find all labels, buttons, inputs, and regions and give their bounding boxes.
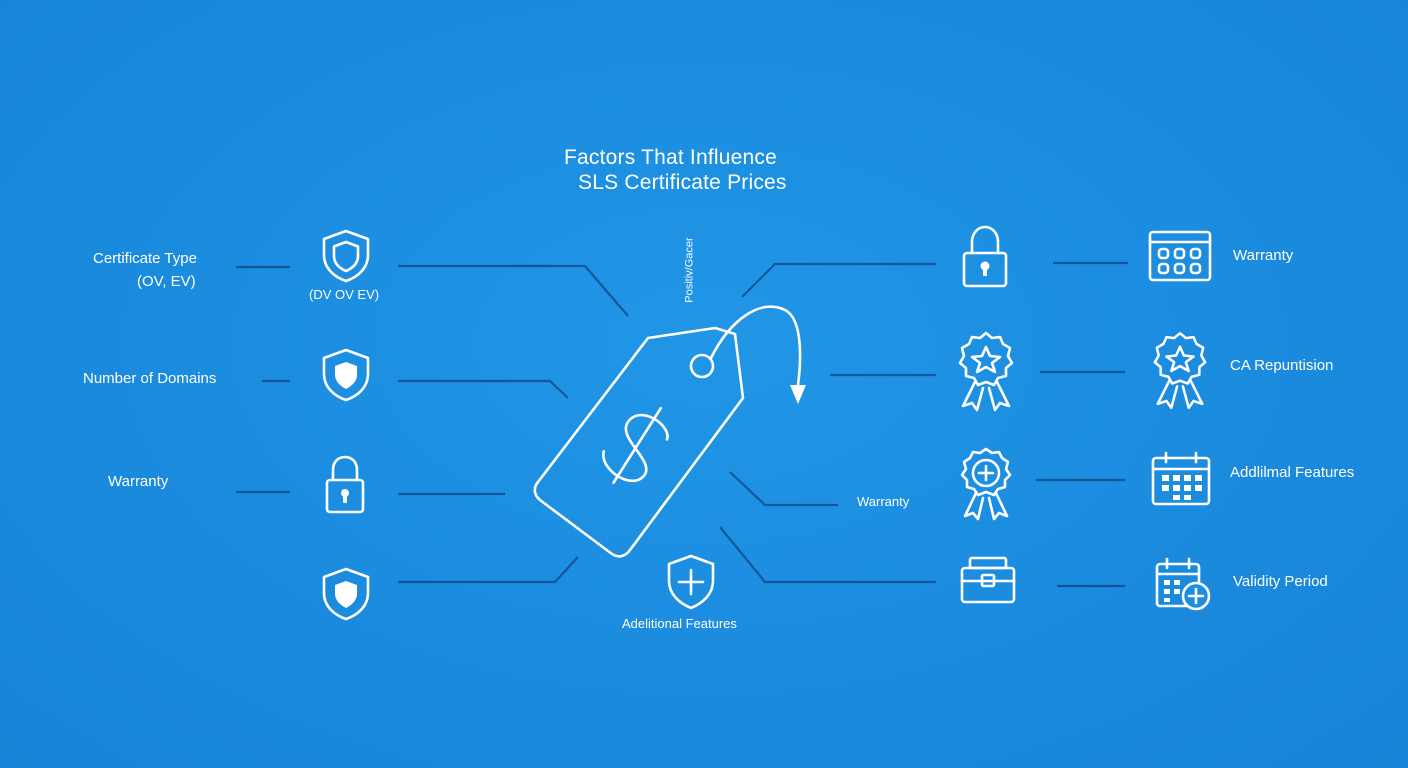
connector-left-1b bbox=[398, 264, 629, 317]
padlock-icon bbox=[325, 455, 365, 514]
left-item-3-label: Warranty bbox=[108, 473, 169, 490]
left-item-1-sublabel: (OV, EV) bbox=[137, 273, 196, 290]
toolbox-icon bbox=[960, 556, 1016, 604]
right-item-4-label: Validity Period bbox=[1233, 573, 1328, 590]
award-ribbon-plus-icon bbox=[960, 447, 1012, 521]
title-line-2: SLS Certificate Prices bbox=[578, 171, 787, 194]
connector-center-4 bbox=[719, 526, 936, 584]
award-ribbon-star-icon bbox=[958, 331, 1014, 412]
award-ribbon-star-icon bbox=[1153, 331, 1207, 409]
connector-center-3 bbox=[729, 471, 838, 507]
calendar-grid-icon bbox=[1148, 230, 1212, 282]
right-item-2-label: CA Repuntision bbox=[1230, 357, 1334, 374]
shield-plus-icon bbox=[667, 554, 715, 610]
connector-center-1 bbox=[741, 262, 936, 298]
left-item-2-label: Number of Domains bbox=[83, 370, 217, 387]
tag-caption: Positiv/Gacer bbox=[683, 237, 696, 303]
center-side-label: Warranty bbox=[857, 494, 910, 509]
calendar-icon bbox=[1151, 451, 1211, 506]
center-bottom-caption: Adelitional Features bbox=[622, 616, 737, 631]
shield-icon bbox=[322, 229, 370, 283]
padlock-icon bbox=[962, 225, 1008, 288]
connector-left-2b bbox=[398, 379, 569, 399]
price-tag-dollar-icon bbox=[533, 305, 806, 558]
calendar-plus-icon bbox=[1155, 557, 1211, 611]
right-item-3-label: Addlilmal Features bbox=[1230, 464, 1355, 481]
left-item-1-icon-caption: (DV OV EV) bbox=[309, 287, 380, 302]
left-item-1-label: Certificate Type bbox=[93, 250, 197, 267]
connector-left-4b bbox=[398, 556, 579, 584]
shield-icon bbox=[322, 567, 370, 621]
title-line-1: Factors That Influence bbox=[564, 146, 777, 169]
right-item-1-label: Warranty bbox=[1233, 247, 1294, 264]
shield-icon bbox=[322, 348, 370, 402]
